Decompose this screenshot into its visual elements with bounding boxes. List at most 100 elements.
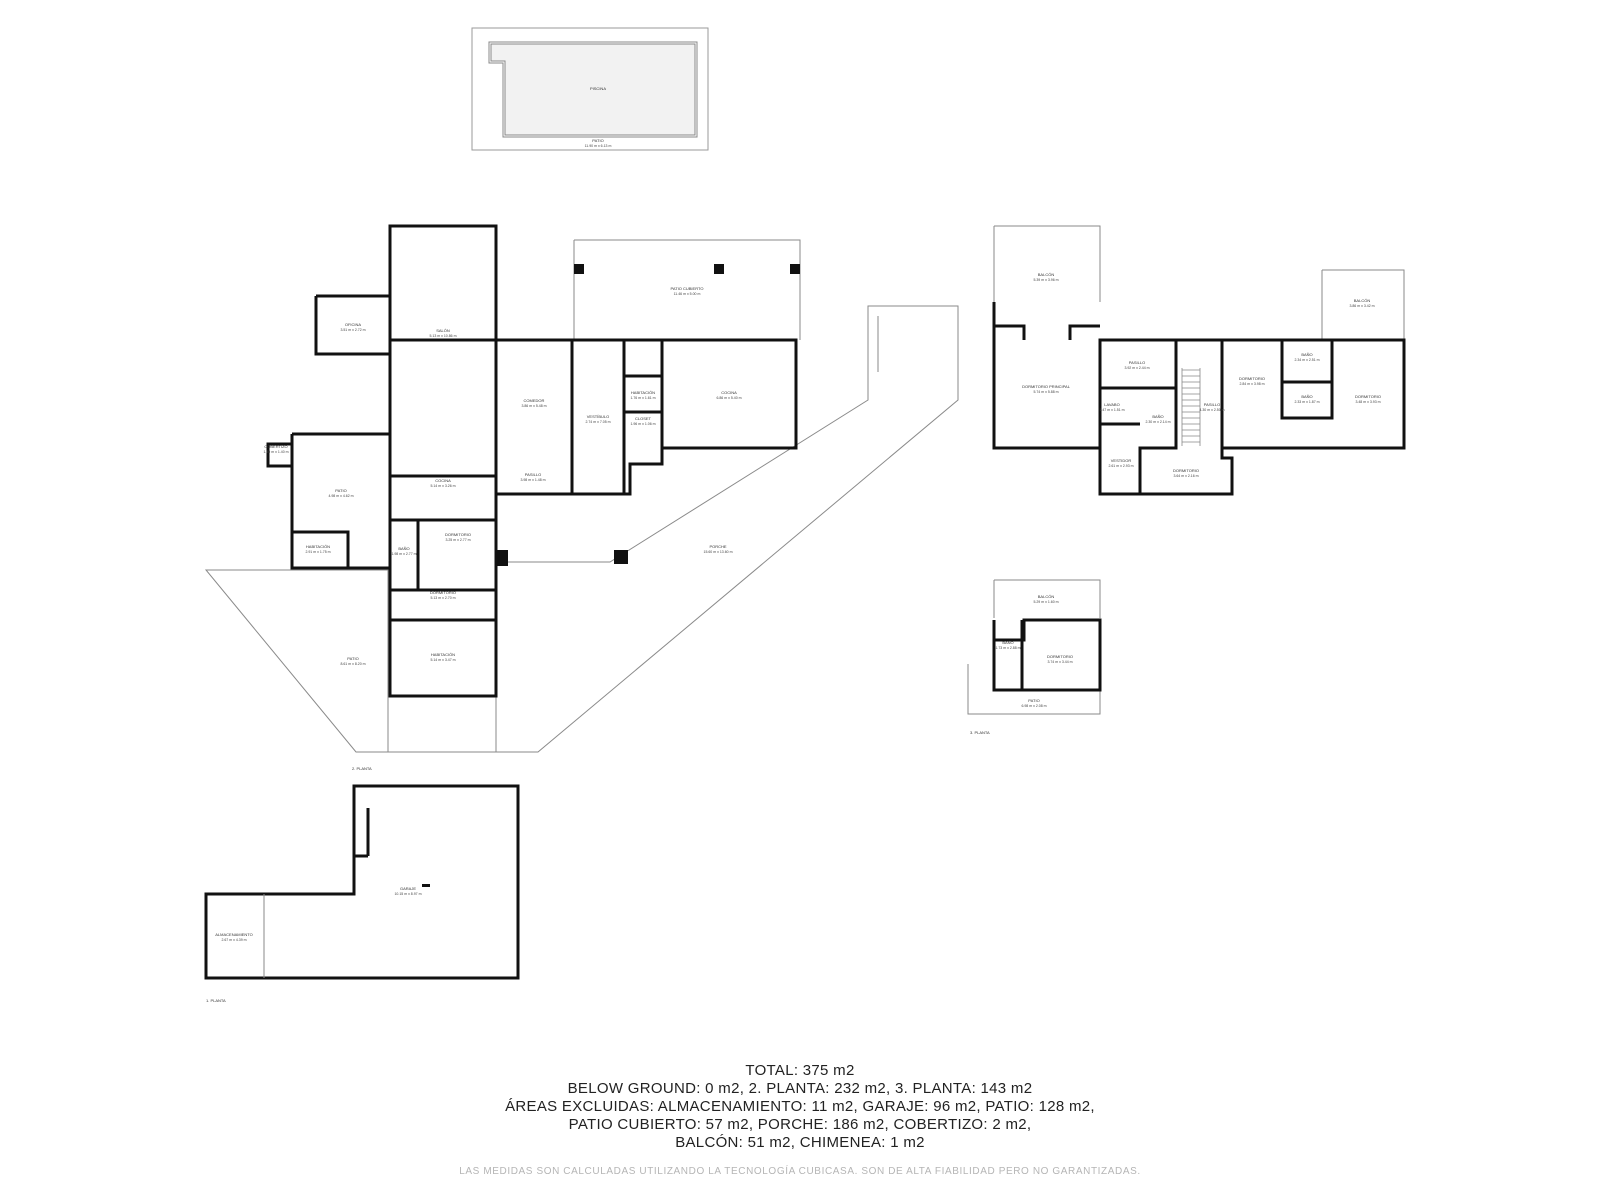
room-name-porche: PORCHE (709, 544, 726, 549)
floor-3-walls (992, 302, 1406, 496)
floor-label-p1: 1. PLANTA (206, 998, 226, 1003)
room-dims-cocina-1: 6.86 m x 5.40 m (716, 396, 741, 400)
summary-total: TOTAL: 375 m2 (745, 1062, 855, 1079)
balcony-1-outline (994, 225, 1101, 302)
room-dims-balcon-1: 5.39 m x 3.96 m (1033, 278, 1058, 282)
room-name-lavabo: LAVABO (1104, 402, 1119, 407)
room-name-closet: CLOSET (635, 416, 652, 421)
room-name-balcon-2: BALCÓN (1354, 298, 1371, 303)
room-dims-pasillo-1: 3.98 m x 1.48 m (520, 478, 545, 482)
room-name-patio-4: PATIO (1028, 698, 1039, 703)
balcony-2-outline (1321, 269, 1405, 340)
room-dims-vestibulo: 2.74 m x 7.05 m (585, 420, 610, 424)
room-name-oficina: OFICINA (345, 322, 362, 327)
room-dims-closet: 1.96 m x 1.06 m (630, 422, 655, 426)
room-name-patio-2: PATIO (335, 488, 346, 493)
summary-excluded-end: BALCÓN: 51 m2, CHIMENEA: 1 m2 (675, 1134, 925, 1151)
room-dims-vestidor: 2.61 m x 2.93 m (1108, 464, 1133, 468)
floor-3-plan (967, 225, 1406, 715)
room-dims-balcon-3: 5.29 m x 1.60 m (1033, 600, 1058, 604)
room-dims-habitacion-3: 5.14 m x 3.47 m (430, 658, 455, 662)
room-name-balcon-1: BALCÓN (1038, 272, 1055, 277)
room-dims-dormitorio-principal: 5.74 m x 5.88 m (1033, 390, 1058, 394)
room-dims-porche: 15.60 m x 13.60 m (704, 550, 733, 554)
room-dims-bano-5: 1.73 m x 2.88 m (995, 646, 1020, 650)
pool-plan (471, 27, 709, 151)
room-dims-habitacion-1: 1.76 m x 1.61 m (630, 396, 655, 400)
room-dims-balcon-2: 3.86 m x 3.42 m (1349, 304, 1374, 308)
summary-floors: BELOW GROUND: 0 m2, 2. PLANTA: 232 m2, 3… (567, 1080, 1033, 1097)
balcony-3-outline (993, 579, 1101, 618)
room-name-vestidor: VESTIDOR (1111, 458, 1132, 463)
room-name-balcon-3: BALCÓN (1038, 594, 1055, 599)
room-dims-salon: 5.13 m x 10.86 m (429, 334, 456, 338)
room-dims-bano-3: 2.33 m x 1.87 m (1294, 400, 1319, 404)
room-dims-dormitorio-5: 3.64 m x 2.16 m (1173, 474, 1198, 478)
floor-1-plan (204, 784, 520, 980)
room-name-cocina-1: COCINA (721, 390, 737, 395)
room-name-dormitorio-6: DORMITORIO (1047, 654, 1073, 659)
floor-label-p3: 3. PLANTA (970, 730, 990, 735)
room-name-dormitorio-2: DORMITORIO (430, 590, 456, 595)
room-name-dormitorio-3: DORMITORIO (1239, 376, 1265, 381)
patio-wedge-outline (204, 569, 389, 753)
room-dims-dormitorio-4: 3.48 m x 3.93 m (1355, 400, 1380, 404)
room-dims-cobertizo: 1.50 m x 1.40 m (263, 450, 288, 454)
room-name-pasillo-3: PASILLO (1204, 402, 1220, 407)
room-name-cocina-2: COCINA (435, 478, 451, 483)
room-name-bano-4: BAÑO (1152, 414, 1163, 419)
room-name-cobertizo: COBERTIZO (264, 444, 287, 449)
room-dims-pasillo-2: 3.92 m x 2.44 m (1124, 366, 1149, 370)
pool-patio-outline (471, 27, 709, 151)
room-name-dormitorio-4: DORMITORIO (1355, 394, 1381, 399)
floor-label-p2: 2. PLANTA (352, 766, 372, 771)
garage-fixture (422, 884, 430, 887)
room-dims-oficina: 3.51 m x 2.72 m (340, 328, 365, 332)
floor-plan: PISCINA PATIO 11.90 m x 6.13 m OFICINA3.51 … (204, 27, 1406, 1003)
room-dims-patio-2: 4.98 m x 4.62 m (328, 494, 353, 498)
porch-outline (495, 305, 959, 753)
floor-labels: 2. PLANTA 3. PLANTA 1. PLANTA (206, 730, 990, 1003)
room-dims-dormitorio-2: 5.13 m x 2.70 m (430, 596, 455, 600)
room-dims-dormitorio-1: 3.25 m x 2.77 m (445, 538, 470, 542)
pool-inner-outline (489, 42, 697, 137)
room-name-bano-2: BAÑO (1301, 352, 1312, 357)
room-dims-lavabo: 1.47 m x 1.51 m (1099, 408, 1124, 412)
room-name-bano-5: BAÑO (1002, 640, 1013, 645)
room-name-vestibulo: VESTÍBULO (587, 414, 609, 419)
room-name-piscina: PISCINA (590, 86, 606, 91)
floor-2-walls (266, 224, 798, 698)
stairs (1181, 368, 1201, 446)
room-dims-patio-3: 8.61 m x 8.20 m (340, 662, 365, 666)
room-name-habitacion-3: HABITACIÓN (431, 652, 455, 657)
room-dims-patio-pool: 11.90 m x 6.13 m (585, 144, 612, 148)
room-name-habitacion-1: HABITACIÓN (631, 390, 655, 395)
room-name-habitacion-2: HABITACIÓN (306, 544, 330, 549)
floor-3b-walls (992, 618, 1102, 692)
room-name-dormitorio-1: DORMITORIO (445, 532, 471, 537)
floor-2-columns (496, 264, 800, 566)
room-name-garaje: GARAJE (400, 886, 416, 891)
room-labels: PISCINA PATIO 11.90 m x 6.13 m OFICINA3.51 … (215, 86, 1381, 942)
room-dims-dormitorio-6: 3.74 m x 3.44 m (1047, 660, 1072, 664)
room-dims-comedor: 3.86 m x 5.48 m (521, 404, 546, 408)
room-name-patio-cubierto: PATIO CUBIERTO (670, 286, 703, 291)
disclaimer: LAS MEDIDAS SON CALCULADAS UTILIZANDO LA… (459, 1166, 1141, 1177)
room-dims-habitacion-2: 2.91 m x 1.75 m (305, 550, 330, 554)
floor-1-walls (204, 784, 520, 980)
room-name-dormitorio-principal: DORMITORIO PRINCIPAL (1022, 384, 1071, 389)
room-name-dormitorio-5: DORMITORIO (1173, 468, 1199, 473)
patio-4-outline (967, 664, 1101, 715)
room-name-patio-3: PATIO (347, 656, 358, 661)
room-name-almacenamiento: ALMACENAMIENTO (215, 932, 253, 937)
room-name-pasillo-1: PASILLO (525, 472, 541, 477)
room-dims-pasillo-3: 4.30 m x 2.50 m (1199, 408, 1224, 412)
room-dims-almacenamiento: 2.67 m x 4.39 m (221, 938, 246, 942)
room-name-salon: SALÓN (436, 328, 450, 333)
room-name-bano-1: BAÑO (398, 546, 409, 551)
room-dims-bano-4: 2.30 m x 2.14 m (1145, 420, 1170, 424)
room-name-bano-3: BAÑO (1301, 394, 1312, 399)
room-dims-bano-2: 2.34 m x 2.51 m (1294, 358, 1319, 362)
room-name-comedor: COMEDOR (524, 398, 545, 403)
floor-2-plan (204, 224, 959, 753)
